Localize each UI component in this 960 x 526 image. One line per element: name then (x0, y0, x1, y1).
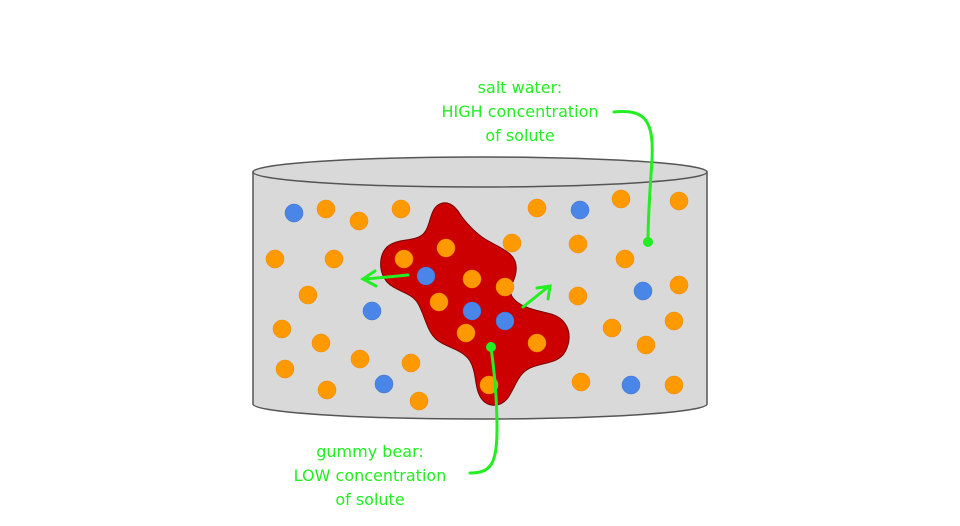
solute-particle (669, 191, 689, 211)
solute-particle (636, 335, 656, 355)
solute-particle (324, 249, 344, 269)
water-particle (374, 374, 394, 394)
container-rim (252, 156, 708, 188)
solute-particle (568, 234, 588, 254)
gummy-solute-particles (394, 238, 547, 395)
solute-particle (611, 189, 631, 209)
salt-water-leader-line (612, 110, 654, 244)
water-particles (284, 200, 653, 395)
gummy-bear-label-line1: gummy bear: (316, 442, 424, 461)
water-particle (416, 266, 436, 286)
solute-particle (429, 292, 449, 312)
gummy-bear-leader-line (468, 345, 499, 475)
arrow-left-head (360, 269, 378, 288)
water-particle (495, 311, 515, 331)
solute-particle (394, 249, 414, 269)
solute-particle (615, 249, 635, 269)
solute-particle (456, 323, 476, 343)
solute-particle (349, 211, 369, 231)
solute-particle (436, 238, 456, 258)
solute-particle (462, 269, 482, 289)
outflow-arrows (360, 269, 552, 309)
solute-particle (311, 333, 331, 353)
solute-particle (316, 199, 336, 219)
water-particle (462, 301, 482, 321)
solute-particle (298, 285, 318, 305)
solute-particle (495, 277, 515, 297)
salt-water-label-line2: HIGH concentration (441, 102, 599, 121)
salt-water-annotation: salt water: HIGH concentration of solute (420, 76, 620, 148)
solute-particle (527, 333, 547, 353)
gummy-bear-label-line3: of solute (335, 490, 405, 509)
gummy-water-particles (416, 266, 515, 331)
solute-particle (317, 380, 337, 400)
solute-particle (669, 275, 689, 295)
gummy-bear-label-line2: LOW concentration (293, 466, 447, 485)
arrow-right-head (535, 284, 552, 301)
water-particle (362, 301, 382, 321)
water-particle (284, 203, 304, 223)
solute-particle (502, 233, 522, 253)
solute-particle (275, 359, 295, 379)
water-particle (570, 200, 590, 220)
arrow-left-shaft (364, 273, 410, 281)
solute-particle (391, 199, 411, 219)
solute-particle (409, 391, 429, 411)
solute-particle (568, 286, 588, 306)
gummy-bear-annotation: gummy bear: LOW concentration of solute (270, 440, 470, 512)
solute-particle (265, 249, 285, 269)
solute-particle (664, 311, 684, 331)
solute-particle (401, 353, 421, 373)
salt-water-label-line3: of solute (485, 126, 555, 145)
water-particle (633, 281, 653, 301)
solute-particle (602, 318, 622, 338)
salt-water-label-line1: salt water: (477, 78, 563, 97)
solute-particle (571, 372, 591, 392)
solute-particle (350, 349, 370, 369)
salt-water-leader-dot (643, 237, 653, 247)
solute-particles (265, 189, 689, 411)
solute-particle (272, 319, 292, 339)
solute-particle (664, 375, 684, 395)
water-particle (621, 375, 641, 395)
gummy-bear-leader-dot (486, 342, 496, 352)
solute-particle (527, 198, 547, 218)
arrow-right-shaft (521, 285, 550, 309)
